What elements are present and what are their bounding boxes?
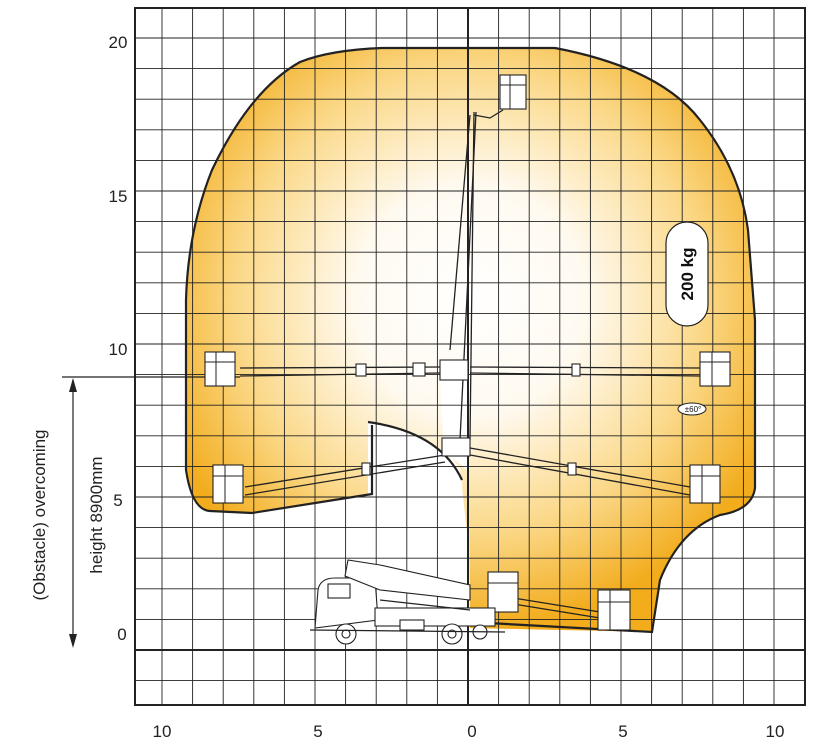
notch-outline <box>367 420 463 481</box>
envelope-outline-left <box>184 46 470 515</box>
truck <box>309 559 506 645</box>
x-tick-label: 5 <box>618 722 627 741</box>
x-tick-label: 10 <box>766 722 785 741</box>
y-tick-label: 0 <box>117 625 126 644</box>
obstacle-arrow-bottom <box>69 634 77 648</box>
y-tick-label: 10 <box>109 340 128 359</box>
boom-horizontal-left <box>204 351 441 387</box>
x-tick-label: 0 <box>467 722 476 741</box>
rotation-ellipse <box>677 402 707 416</box>
rotation-label: ±60° <box>685 405 702 414</box>
boom-mid-right <box>441 437 721 504</box>
plot-frame <box>134 7 806 706</box>
obstacle-label-line2: height 8900mm <box>87 456 106 573</box>
capacity-label: 200 kg <box>678 248 697 301</box>
capacity-badge <box>665 221 709 327</box>
y-tick-label: 15 <box>109 187 128 206</box>
y-tick-label: 20 <box>109 33 128 52</box>
boom-horizontal-right <box>439 351 731 387</box>
boom-vertical <box>449 74 527 441</box>
boom-mid-left <box>212 454 446 504</box>
x-tick-label: 10 <box>153 722 172 741</box>
obstacle-arrow-top <box>69 378 77 392</box>
boom-low-right <box>487 571 631 631</box>
x-tick-label: 5 <box>313 722 322 741</box>
y-tick-label: 5 <box>113 491 122 510</box>
working-envelope <box>186 48 755 632</box>
envelope-outline <box>469 46 757 634</box>
obstacle-label-line1: (Obstacle) overcoming <box>30 429 49 600</box>
